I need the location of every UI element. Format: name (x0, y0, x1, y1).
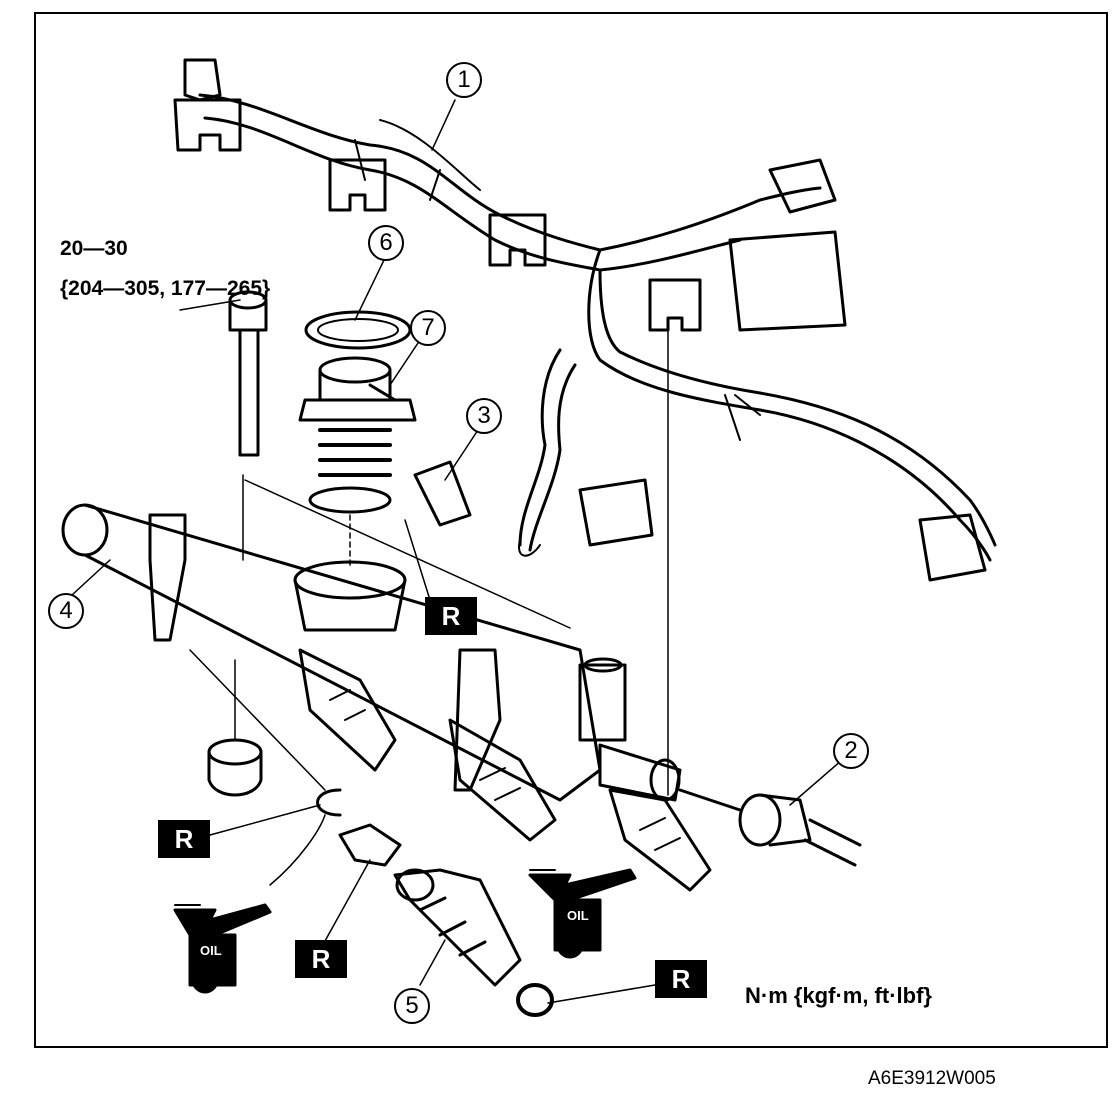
torque-spec-line1: 20—30 (60, 237, 128, 260)
replace-marker-connector: R (295, 940, 347, 978)
fuel-injector (393, 868, 522, 987)
snap-ring (304, 310, 412, 350)
regulator-o-ring (308, 486, 392, 514)
installed-injectors (298, 648, 712, 892)
leader-lines (71, 99, 843, 1004)
oil-can-right (528, 868, 637, 959)
callout-5: 5 (394, 988, 430, 1024)
mounting-bolt (228, 290, 268, 457)
injector-o-ring-left (316, 788, 342, 817)
callout-3: 3 (466, 398, 502, 434)
vacuum-hose (413, 460, 472, 527)
callout-6: 6 (368, 225, 404, 261)
callout-2: 2 (833, 733, 869, 769)
injector-connector (338, 823, 402, 867)
wiring-harness (173, 58, 997, 582)
oil-can-left-label: OIL (200, 943, 222, 958)
pressure-regulator (298, 356, 417, 477)
replace-marker-o-ring-lower: R (655, 960, 707, 998)
fuel-pipe (678, 788, 862, 867)
insulator (207, 738, 263, 797)
replace-marker-o-ring-left: R (158, 820, 210, 858)
callout-7: 7 (410, 310, 446, 346)
injector-o-ring-lower (516, 983, 554, 1017)
callout-4: 4 (48, 593, 84, 629)
replace-marker-regulator-o-ring: R (425, 597, 477, 635)
fuel-distributor (61, 503, 682, 802)
oil-can-left (173, 903, 272, 994)
figure-frame (34, 12, 1108, 1048)
figure-code: A6E3912W005 (868, 1068, 996, 1089)
callout-1: 1 (446, 62, 482, 98)
oil-can-right-label: OIL (567, 908, 589, 923)
units-note: N·m {kgf·m, ft·lbf} (745, 983, 932, 1008)
torque-spec-line2: {204—305, 177—265} (60, 277, 271, 300)
